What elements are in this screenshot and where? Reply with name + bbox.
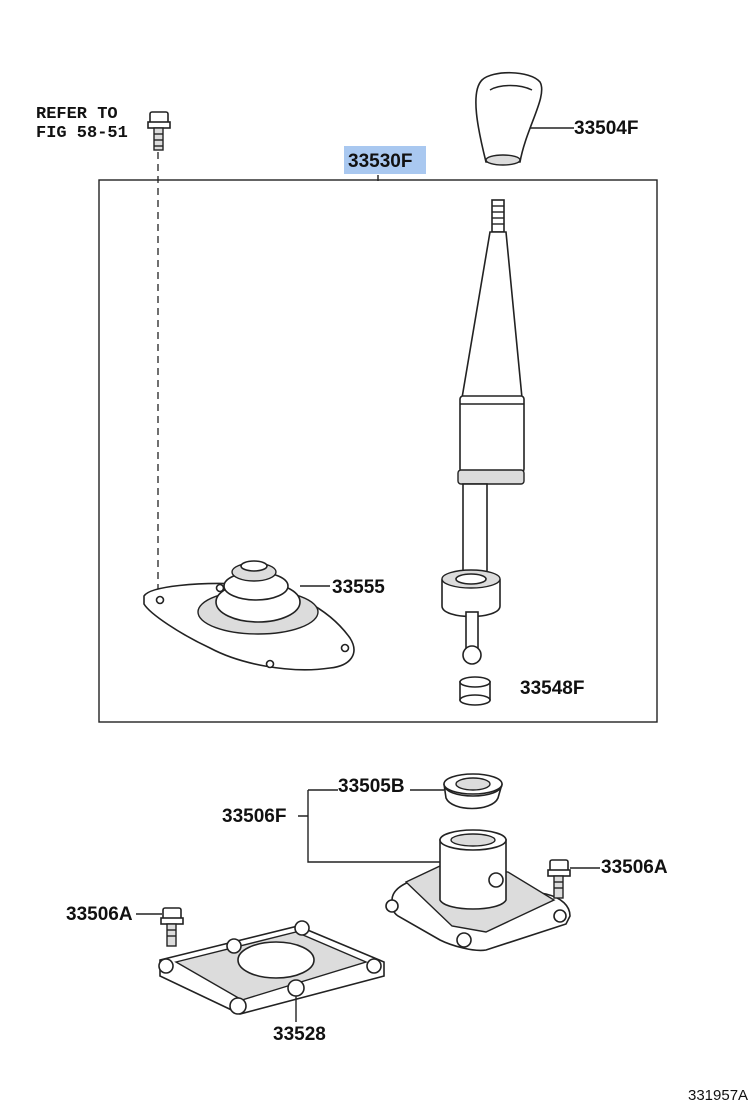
reference-bolt-icon [147,111,171,151]
reference-note-line1: REFER TO [36,105,118,124]
housing-bracket [298,789,440,863]
shift-lever-icon [441,199,525,665]
bolt-right-icon [547,859,571,899]
label-bolt-left: 33506A [66,904,133,925]
shift-knob-icon [475,71,543,166]
bolt-left-icon [160,907,184,947]
label-boot: 33555 [332,577,385,598]
label-bolt-right: 33506A [601,857,668,878]
label-knob: 33504F [574,118,638,139]
assembly-frame [98,179,658,723]
label-housing: 33506F [222,806,286,827]
bushing-icon [459,676,491,706]
assembly-highlight [344,146,426,174]
reference-note-line2: FIG 58-51 [36,124,128,143]
label-bushing: 33548F [520,678,584,699]
label-plate: 33528 [273,1024,326,1045]
shift-housing-icon [385,829,571,952]
assembly-label[interactable]: 33530F [344,146,426,174]
label-assembly: 33530F [348,151,412,172]
figure-number: 331957A [688,1087,748,1104]
seat-ring-icon [443,773,503,810]
shift-boot-icon [143,560,355,671]
label-seat: 33505B [338,776,405,797]
mount-plate-icon [158,920,385,1015]
